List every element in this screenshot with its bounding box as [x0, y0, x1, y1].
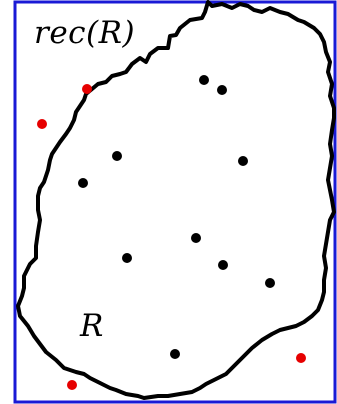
inside-point	[170, 349, 180, 359]
inside-point	[199, 75, 209, 85]
inside-point	[265, 278, 275, 288]
region-label: R	[80, 308, 104, 344]
bounding-rectangle	[13, 0, 337, 404]
outside-point	[82, 84, 92, 94]
inside-points	[78, 75, 275, 359]
outside-point	[67, 380, 77, 390]
rectangle-label: rec(R)	[34, 15, 136, 51]
inside-point	[122, 253, 132, 263]
inside-point	[238, 156, 248, 166]
inside-point	[191, 233, 201, 243]
inside-point	[112, 151, 122, 161]
inside-point	[218, 260, 228, 270]
inside-point	[217, 85, 227, 95]
outside-points	[37, 84, 306, 390]
region-outline	[16, 0, 336, 400]
outside-point	[296, 353, 306, 363]
inside-point	[78, 178, 88, 188]
outside-point	[37, 119, 47, 129]
